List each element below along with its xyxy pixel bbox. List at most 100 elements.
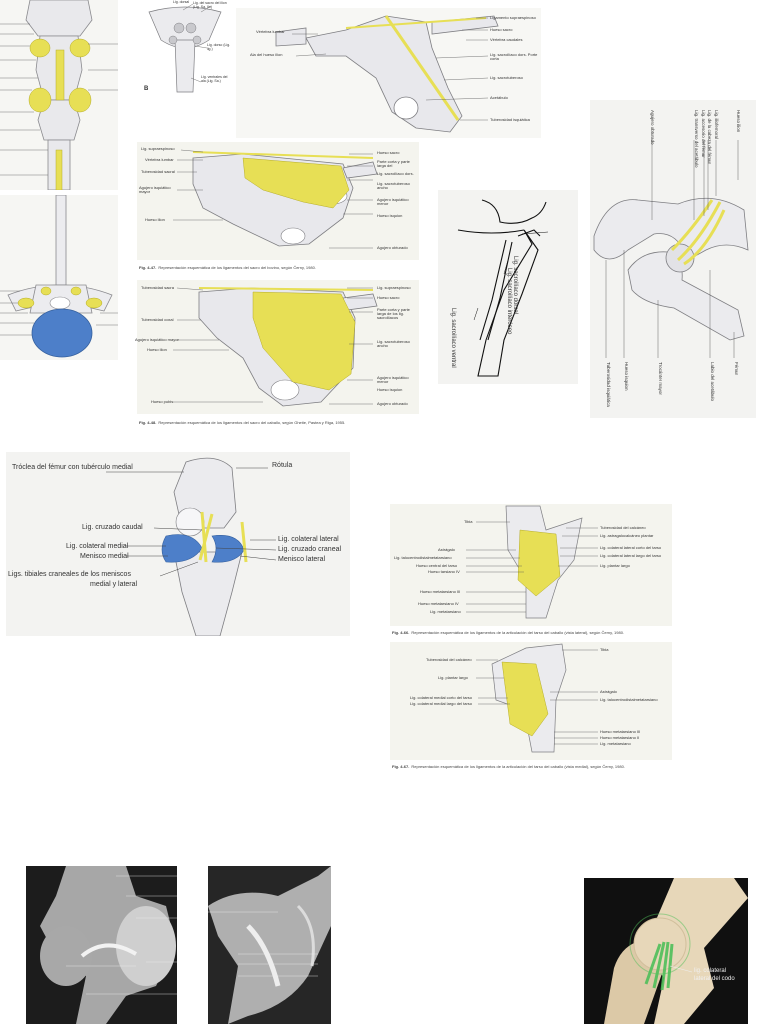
hip-label-2: Lig. iliofemoral xyxy=(714,110,719,140)
fig466-l5: Hueso tarsiano IV xyxy=(428,569,460,574)
fig466-l3: Lig. talocentrodistalmetatarsiano xyxy=(394,555,452,560)
fig466-l7: Hueso metatarsiano IV xyxy=(418,601,459,606)
elbow-3d-model-drawing xyxy=(604,878,748,1024)
fig-447-ligament xyxy=(242,157,350,209)
fig-448-panel: Tuberosidad sacra Tuberosidad coxal Aguj… xyxy=(133,278,423,430)
fig466-r3: Lig. colateral lateral corto del tarso xyxy=(600,545,662,550)
fig-447-panel: Lig. supraespinoso Vértebra lumbar Tuber… xyxy=(133,138,423,274)
fig467-r1: Tibia xyxy=(600,647,609,652)
elbow-label-2: lateral del codo xyxy=(694,976,735,982)
knee-label-r2: Lig. colateral lateral xyxy=(278,536,339,543)
fig467-r2: Astrágalo xyxy=(600,689,617,694)
fig447-r6: Hueso isquion xyxy=(377,213,403,218)
sacrum-lat-label-4: Lig. sacroilíaco dors. Porte corta xyxy=(490,52,538,61)
knee-label-l4: Menisco medial xyxy=(80,553,129,560)
fig466-l6: Hueso metatarsiano III xyxy=(420,589,461,594)
sacrum-lateral-panel: Vértebra lumbar Ala del hueso ilion Liga… xyxy=(236,8,541,138)
lateral-meniscus xyxy=(211,535,245,563)
medial-meniscus xyxy=(161,534,203,563)
fig466-l2: Astrágalo xyxy=(438,547,455,552)
fig-466-caption: Fig. 4-66.Representación esquemática de … xyxy=(392,630,625,635)
hip-label-3: Lig. de la cabeza del fémur xyxy=(707,110,712,165)
sacrum-lat-label-8: Vértebra lumbar xyxy=(256,29,285,34)
fig447-r5: Agujero isquiático menor xyxy=(377,197,409,206)
sacroiliac-sketch-drawing xyxy=(457,199,549,377)
intervertebral-disc-shape xyxy=(31,308,93,358)
fig448-r7: Agujero obturado xyxy=(377,401,408,406)
fig466-l4: Hueso central del tarso xyxy=(416,563,458,568)
vertebra-section-panel xyxy=(0,195,118,360)
fig448-l5: Hueso pubis xyxy=(151,399,174,404)
fig466-l1: Tibia xyxy=(464,519,473,524)
fig467-r3: Lig. talocentrodistalmetatarsiano xyxy=(600,697,658,702)
fig448-r1: Lig. supraespinoso xyxy=(377,285,411,290)
fig448-r5: Agujero isquiático menor xyxy=(377,375,409,384)
specimen-photo-1 xyxy=(26,866,177,1024)
fig-448-caption: Fig. 4-48.Representación esquemática de … xyxy=(139,420,346,425)
fig466-l8: Lig. metatarsiano xyxy=(430,609,461,614)
vertebra-section-drawing xyxy=(0,195,118,358)
knee-label-r1: Rótula xyxy=(272,462,293,469)
fig466-r5: Lig. plantar largo xyxy=(600,563,630,568)
fig467-l1: Tuberosidad del calcáneo xyxy=(426,657,472,662)
fig466-r1: Tuberosidad del calcáneo xyxy=(600,525,646,530)
hip-label-10: Hueso isquion xyxy=(624,362,629,391)
fig467-r6: Lig. metatarsiano xyxy=(600,741,631,746)
hip-label-7: Fémur xyxy=(734,362,739,376)
elbow-3d-model: lig. colateral lateral del codo xyxy=(584,878,748,1024)
hip-ligaments xyxy=(670,199,726,266)
vertebral-column-panel xyxy=(0,0,118,190)
hip-label-9: Trocánter mayor xyxy=(658,362,663,395)
fig448-r2: Hueso sacro xyxy=(377,295,400,300)
hip-joint-panel: Hueso ilion Lig. iliofemoral Lig. de la … xyxy=(588,100,758,422)
sacrum-lateral-drawing xyxy=(275,15,499,133)
fig466-r2: Lig. astragalocalcáneo plantar xyxy=(600,533,654,538)
fig-467-drawing xyxy=(476,643,598,753)
sketch-label-3: Lig. sacroilíaco ventral xyxy=(450,308,456,368)
knee-label-l5: Ligs. tibiales craneales de los meniscos xyxy=(8,571,131,578)
hip-label-1: Hueso ilion xyxy=(736,110,741,133)
sacrum-lat-label-2: Hueso sacro xyxy=(490,27,513,32)
sacrum-b-label-4: Lig. ventrales del ala (Lig. Sa.) xyxy=(201,75,228,83)
fig-466-drawing xyxy=(466,505,598,619)
sacrum-lat-label-6: Acetábulo xyxy=(490,95,508,100)
fig-466-panel: Tibia Astrágalo Lig. talocentrodistalmet… xyxy=(386,500,676,640)
fig467-l4: Lig. colateral medial largo del tarso xyxy=(410,701,473,706)
knee-label-l1: Tróclea del fémur con tubérculo medial xyxy=(12,464,133,471)
hip-label-5: Lig. transverso del acetábulo xyxy=(694,110,699,168)
specimen-photo-2 xyxy=(208,866,331,1024)
fig466-r4: Lig. colateral lateral largo del tarso xyxy=(600,553,662,558)
fig448-r6: Hueso isquion xyxy=(377,387,403,392)
fig-467-ligament xyxy=(501,661,549,737)
fig-466-ligament xyxy=(517,529,561,597)
vertebral-column-drawing xyxy=(0,0,118,190)
sacrum-lat-label-3: Vértebra caudales xyxy=(490,37,523,42)
fig447-r1: Hueso sacro xyxy=(377,150,400,155)
sacroiliac-sketch-panel: Lig. sacroilíaco dorsal Lig. sacroilíaco… xyxy=(438,190,578,384)
fig447-r3: Lig. sacroilíaco dors. xyxy=(377,171,414,176)
sacrotuberous-ligament xyxy=(384,15,460,121)
fig448-r3: Parte corta y parte larga de los lig. sa… xyxy=(377,307,410,320)
specimen-photo-1-drawing xyxy=(40,866,177,1024)
fig-447-caption: Fig. 4-47.Representación esquemática de … xyxy=(139,265,316,270)
panel-letter-b: B xyxy=(144,86,149,92)
knee-label-l2: Lig. cruzado caudal xyxy=(82,524,143,531)
fig467-l2: Lig. plantar largo xyxy=(438,675,468,680)
fig447-l5: Hueso ilion xyxy=(145,217,165,222)
fig447-l3: Tuberosidad sacral xyxy=(141,169,175,174)
fig-467-caption: Fig. 4-67.Representación esquemática de … xyxy=(392,764,625,769)
fig448-l1: Tuberosidad sacra xyxy=(141,285,174,290)
elbow-label-1: lig. colateral xyxy=(694,968,727,974)
fig448-l4: Hueso ilion xyxy=(147,347,167,352)
sacrum-lat-label-5: Lig. sacrotuberoso xyxy=(490,75,523,80)
fig447-r7: Agujero obturado xyxy=(377,245,408,250)
fig-447-drawing xyxy=(173,149,378,249)
specimen-photo-2-drawing xyxy=(208,866,331,1024)
hip-joint-drawing xyxy=(593,140,749,358)
sacrum-b-label-1: Lig. dorsal xyxy=(173,0,190,4)
fig447-r4: Lig. sacrotuberoso ancho xyxy=(377,181,410,190)
sacrum-dorsal-panel: Lig. dorsal Lig. del sacro del ilion (Li… xyxy=(135,0,235,100)
supraspinous-ligament xyxy=(345,17,487,29)
hip-label-8: Labio del acetábulo xyxy=(710,362,715,402)
fig448-l2: Tuberosidad coxal xyxy=(141,317,174,322)
